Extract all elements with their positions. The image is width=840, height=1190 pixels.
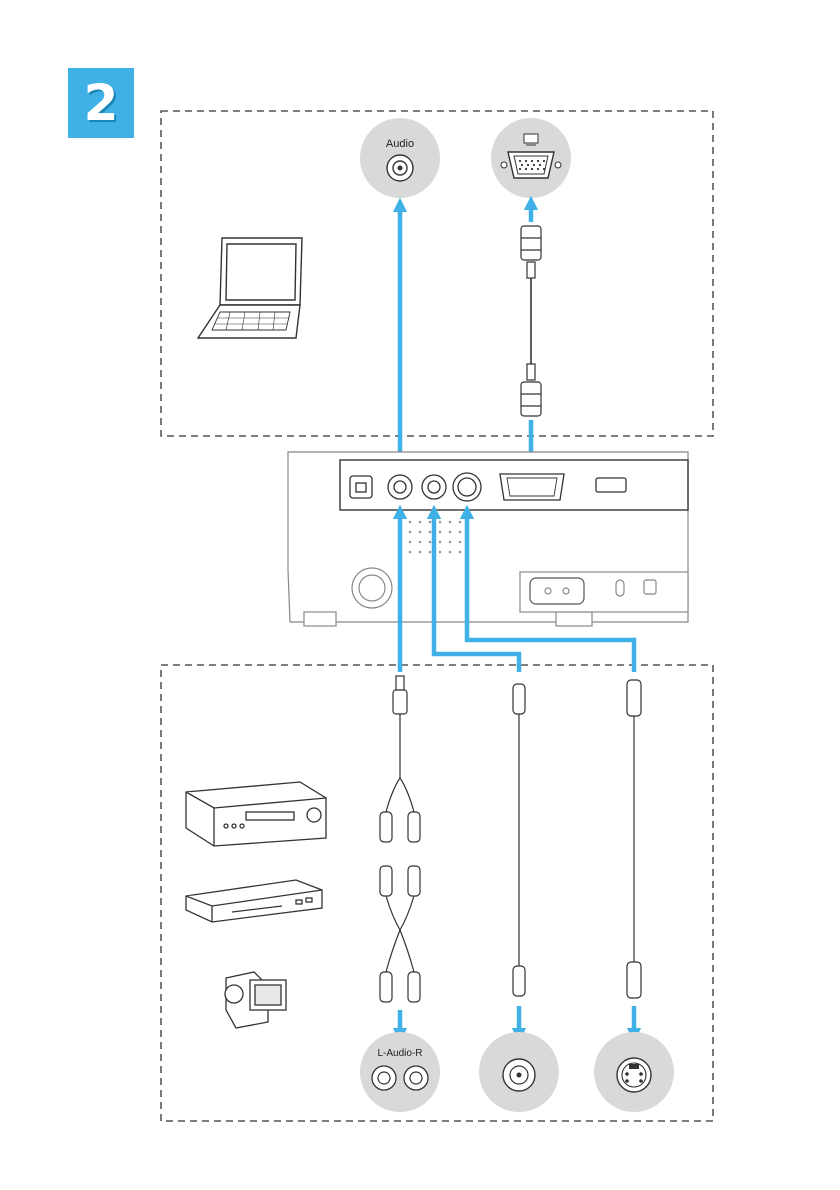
dvd-player-icon bbox=[186, 880, 322, 922]
vga-cable bbox=[521, 226, 541, 416]
camcorder-icon bbox=[225, 972, 286, 1028]
video-rca-cable bbox=[513, 684, 525, 996]
computer-port-top bbox=[491, 118, 571, 198]
audio-port-top: Audio bbox=[360, 118, 440, 198]
projector bbox=[288, 452, 688, 626]
audio-lr-label: L-Audio-R bbox=[377, 1048, 422, 1059]
audio-lr-port: L-Audio-R bbox=[360, 1032, 440, 1112]
svideo-port bbox=[594, 1032, 674, 1112]
vcr-icon bbox=[186, 782, 326, 846]
audio-y-cable bbox=[380, 676, 420, 1002]
kensington-lock-icon bbox=[644, 580, 656, 594]
video-port bbox=[479, 1032, 559, 1112]
laptop-icon bbox=[198, 238, 302, 338]
monitor-icon bbox=[524, 134, 538, 145]
svideo-cable bbox=[627, 680, 641, 998]
audio-port-label: Audio bbox=[386, 138, 414, 150]
